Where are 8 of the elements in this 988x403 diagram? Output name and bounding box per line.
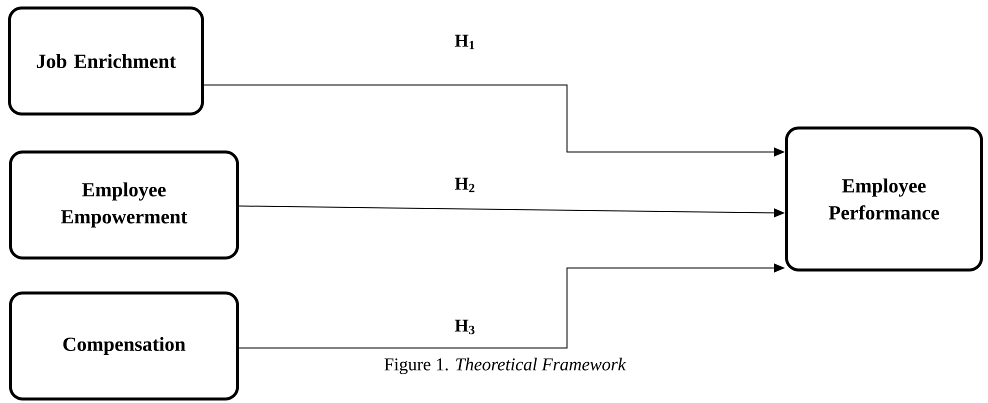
concept-box: Compensation bbox=[9, 292, 239, 400]
concept-box: Employee Empowerment bbox=[9, 150, 239, 260]
concept-box: Employee Performance bbox=[785, 126, 983, 272]
concept-box: Job Enrichment bbox=[8, 6, 204, 116]
edge-label: H$_{2}$ bbox=[454, 178, 474, 192]
edge-label: H$_{3}$ bbox=[454, 320, 474, 334]
figure-caption: Figure 1. Theoretical Framework bbox=[384, 358, 626, 374]
edge-label: H$_{1}$ bbox=[454, 34, 474, 50]
